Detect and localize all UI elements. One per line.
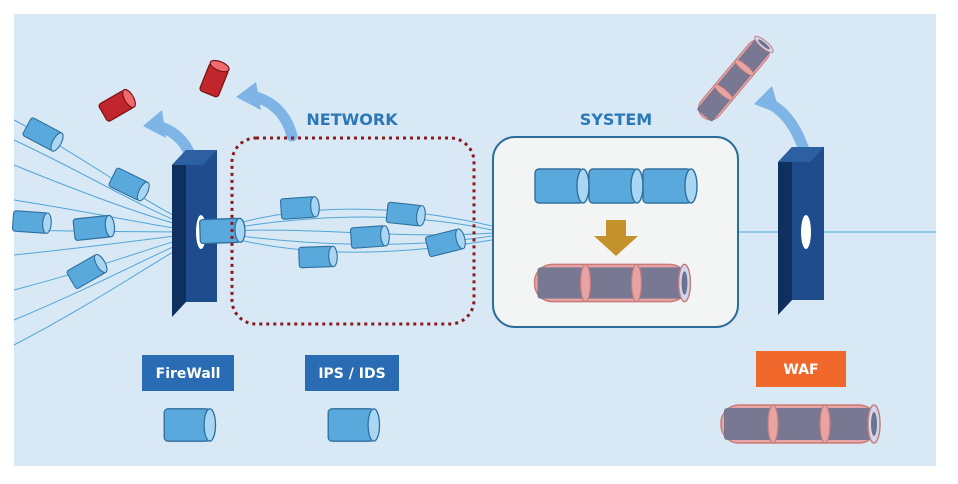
curved-arrow-icon <box>143 110 166 138</box>
network-label: NETWORK <box>306 110 398 129</box>
reassembled-packet-icon <box>720 404 881 444</box>
waf-badge: WAF <box>756 351 846 387</box>
packet-cylinder-icon <box>534 168 590 204</box>
packet-cylinder-icon <box>11 210 53 235</box>
packet-cylinder-icon <box>385 201 427 227</box>
packet-cylinder-icon <box>279 195 321 220</box>
packet-cylinder-icon <box>588 168 644 204</box>
ips-ids-badge: IPS / IDS <box>305 355 399 391</box>
waf-wall-icon <box>778 147 824 315</box>
packet-cylinder-icon <box>72 214 117 242</box>
firewall-badge: FireWall <box>142 355 234 391</box>
firewall-badge-label: FireWall <box>156 366 221 382</box>
packet-cylinder-icon <box>163 408 217 442</box>
system-packets <box>534 168 698 204</box>
curved-arrow-icon <box>236 82 261 110</box>
reassembled-packet-icon <box>533 263 692 303</box>
ips-ids-badge-label: IPS / IDS <box>318 366 385 382</box>
packet-cylinder-icon <box>642 168 698 204</box>
packet-cylinder-icon <box>327 408 381 442</box>
down-arrow-icon <box>594 220 638 256</box>
packet-cylinder-icon <box>349 224 391 249</box>
packet-cylinder-icon <box>298 245 339 269</box>
network-zone <box>230 136 476 326</box>
system-label: SYSTEM <box>580 110 652 129</box>
waf-badge-label: WAF <box>783 362 818 378</box>
packet-cylinder-icon <box>198 217 247 245</box>
curved-arrow-icon <box>754 86 780 114</box>
